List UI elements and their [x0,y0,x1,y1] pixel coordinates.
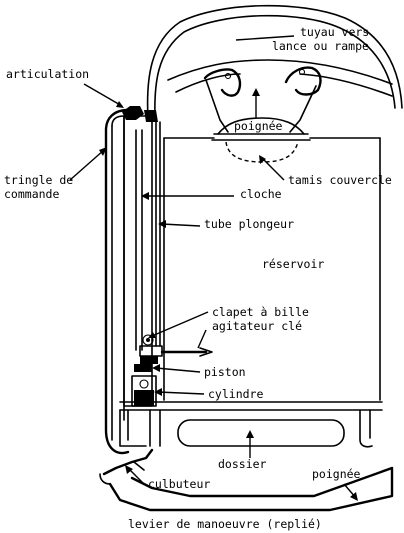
label-key-agitator: agitateur clé [212,319,302,333]
back-rest [119,409,373,448]
dip-tube [155,121,161,347]
label-control-rod-line2: commande [4,187,59,201]
label-bell: cloche [240,187,282,201]
top-harness [167,59,393,133]
leader-lines [69,35,358,501]
label-cylinder: cylindre [208,387,263,401]
label-pipe-line1: tuyau vers [300,25,369,39]
lance-hose [146,4,403,119]
label-rocker: culbuteur [148,477,210,491]
label-dip-tube: tube plongeur [204,217,294,231]
label-pipe-line2: lance ou rampe [272,39,369,53]
label-handle-bottom: poignée [312,467,361,481]
piston-cylinder [131,364,157,407]
rocker-lever [99,448,394,512]
label-control-rod-line1: tringle de [4,173,73,187]
valve-assembly [139,334,213,364]
label-lid-strainer: tamis couvercle [288,173,392,187]
label-back-rest: dossier [218,457,267,471]
pump-column [122,106,158,407]
label-tank: réservoir [262,257,324,271]
label-piston: piston [204,365,246,379]
label-handle-top: poignée [234,119,283,133]
tank-body [119,137,383,411]
label-articulation: articulation [6,67,89,81]
label-ball-valve: clapet à bille [212,305,309,319]
label-operating-lever: levier de manoeuvre (replié) [128,517,322,531]
